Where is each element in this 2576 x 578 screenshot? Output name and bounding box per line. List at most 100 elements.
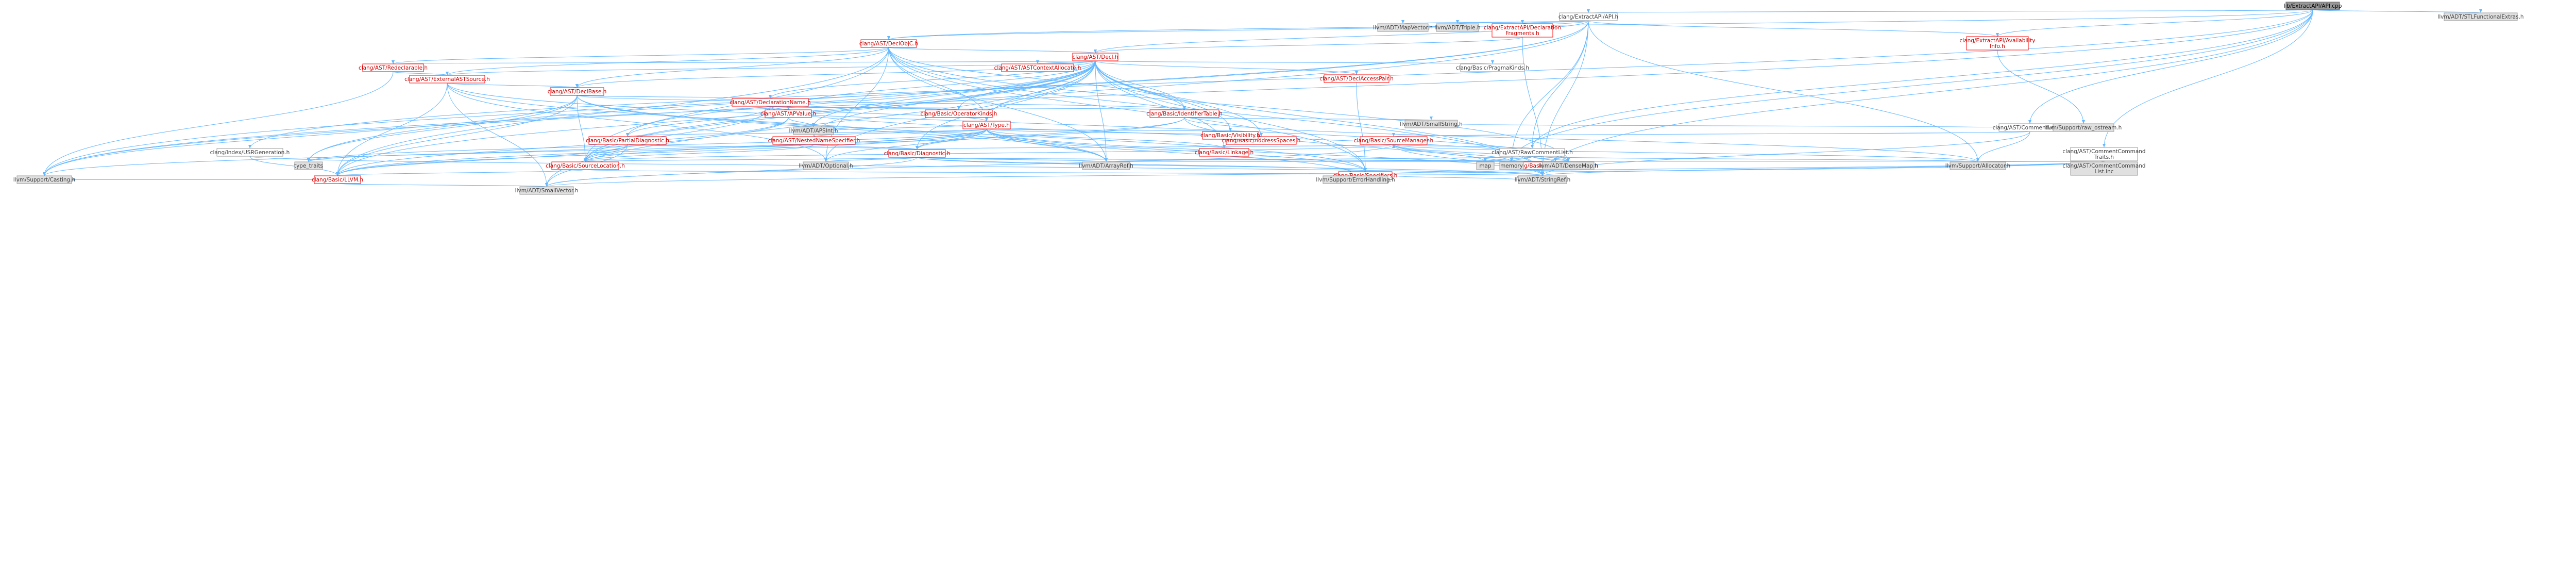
edge-declobjc-to-redecl bbox=[392, 47, 889, 64]
node-map[interactable]: map bbox=[1476, 161, 1495, 170]
node-box bbox=[1377, 23, 1429, 32]
node-root[interactable]: lib/ExtractAPI/API.cpp bbox=[2284, 2, 2342, 10]
node-box bbox=[1149, 109, 1219, 118]
edge-usrgen-to-stringref bbox=[249, 156, 1544, 176]
node-label: Fragments.h bbox=[1505, 30, 1539, 37]
node-box bbox=[409, 75, 485, 84]
node-identtable[interactable]: clang/Basic/IdentifierTable.h bbox=[1146, 109, 1223, 118]
node-label: lib/ExtractAPI/API.cpp bbox=[2284, 3, 2342, 9]
node-declobjc[interactable]: clang/AST/DeclObjC.h bbox=[859, 39, 918, 48]
edge-api_h-to-allocator bbox=[1588, 20, 1979, 162]
edge-apvalue-to-apsint bbox=[788, 117, 815, 127]
node-label: clang/AST/Redeclarable.h bbox=[359, 65, 428, 71]
node-apsint[interactable]: llvm/ADT/APSInt.h bbox=[789, 126, 838, 135]
edge-partialdiag-to-diagnostic bbox=[627, 144, 919, 150]
node-casting[interactable]: llvm/Support/Casting.h bbox=[13, 175, 75, 184]
node-box bbox=[588, 136, 667, 145]
node-srcloc[interactable]: clang/Basic/SourceLocation.h bbox=[546, 161, 625, 170]
edge-srcloc-to-stringref bbox=[585, 169, 1543, 176]
node-label: clang/Basic/IdentifierTable.h bbox=[1146, 111, 1223, 117]
node-label: llvm/ADT/DenseMap.h bbox=[1538, 163, 1598, 169]
node-diagnostic[interactable]: clang/Basic/Diagnostic.h bbox=[884, 149, 951, 158]
node-astctxalloc[interactable]: clang/AST/ASTContextAllocate.h bbox=[994, 63, 1081, 72]
edge-root-to-stringref bbox=[1541, 9, 2313, 176]
node-memory[interactable]: memory bbox=[1499, 161, 1524, 170]
node-optional[interactable]: llvm/ADT/Optional.h bbox=[799, 161, 853, 170]
node-linkage[interactable]: clang/Basic/Linkage.h bbox=[1195, 148, 1253, 157]
edge-srcmgr-to-map bbox=[1393, 144, 1487, 162]
node-box bbox=[765, 109, 812, 118]
node-stl_func[interactable]: llvm/ADT/STLFunctionalExtras.h bbox=[2437, 12, 2524, 21]
node-label: clang/AST/DeclAccessPair.h bbox=[1319, 76, 1394, 82]
node-arrayref[interactable]: llvm/ADT/ArrayRef.h bbox=[1079, 161, 1133, 170]
node-box bbox=[1476, 161, 1495, 170]
node-declname[interactable]: clang/AST/DeclarationName.h bbox=[730, 98, 811, 107]
edge-rawcomment-to-map bbox=[1484, 156, 1533, 162]
node-usrgen[interactable]: clang/Index/USRGeneration.h bbox=[210, 148, 290, 157]
node-srcmgr[interactable]: clang/Basic/SourceManager.h bbox=[1354, 136, 1433, 145]
edge-type_h-to-nns bbox=[812, 128, 987, 137]
edge-identtable-to-diagnostic bbox=[916, 117, 1185, 150]
node-box bbox=[1499, 161, 1524, 170]
node-label: Info.h bbox=[1990, 43, 2005, 49]
node-partialdiag[interactable]: clang/Basic/PartialDiagnostic.h bbox=[586, 136, 669, 145]
node-pragmakinds[interactable]: clang/Basic/PragmaKinds.h bbox=[1456, 63, 1529, 72]
node-allocator[interactable]: llvm/Support/Allocator.h bbox=[1945, 161, 2010, 170]
node-errhandling[interactable]: llvm/Support/ErrorHandling.h bbox=[1316, 175, 1395, 184]
node-redecl[interactable]: clang/AST/Redeclarable.h bbox=[359, 63, 428, 72]
node-api_h[interactable]: clang/ExtractAPI/API.h bbox=[1558, 12, 1618, 21]
edge-root-to-api_h bbox=[1588, 9, 2313, 13]
node-box bbox=[803, 161, 849, 170]
node-box bbox=[1001, 63, 1074, 72]
edge-apvalue-to-llvm_h bbox=[336, 117, 789, 176]
node-declbase[interactable]: clang/AST/DeclBase.h bbox=[548, 87, 607, 96]
node-smallvector[interactable]: llvm/ADT/SmallVector.h bbox=[515, 186, 579, 195]
node-box bbox=[1072, 53, 1118, 61]
node-opkinds[interactable]: clang/Basic/OperatorKinds.h bbox=[921, 109, 997, 118]
node-stringref[interactable]: llvm/ADT/StringRef.h bbox=[1515, 175, 1571, 184]
node-box bbox=[362, 63, 424, 72]
node-label: llvm/ADT/Optional.h bbox=[799, 163, 853, 169]
node-commentlexer[interactable]: clang/AST/CommentLexer.h bbox=[1993, 123, 2067, 132]
node-label: Traits.h bbox=[2094, 154, 2114, 160]
edge-declobjc-to-arrayref bbox=[888, 47, 1108, 162]
edge-declfrag-to-decl_h bbox=[1094, 37, 1523, 54]
edge-diagnostic-to-srcloc bbox=[584, 157, 918, 162]
node-label: clang/AST/CommentCommand bbox=[2062, 148, 2145, 155]
node-type_h[interactable]: clang/AST/Type.h bbox=[962, 121, 1011, 129]
node-label: clang/ExtractAPI/API.h bbox=[1558, 14, 1618, 20]
node-apvalue[interactable]: clang/AST/APValue.h bbox=[760, 109, 816, 118]
node-extsource[interactable]: clang/AST/ExternalASTSource.h bbox=[404, 75, 490, 84]
node-label: llvm/ADT/Triple.h bbox=[1434, 25, 1480, 31]
node-label: clang/Index/USRGeneration.h bbox=[210, 150, 290, 156]
edge-root-to-commentcmd bbox=[2103, 9, 2313, 148]
edge-extsource-to-declbase bbox=[447, 82, 579, 88]
node-box bbox=[16, 175, 72, 184]
edge-declbase-to-llvm_h bbox=[336, 95, 578, 176]
node-declaccess[interactable]: clang/AST/DeclAccessPair.h bbox=[1319, 74, 1394, 83]
edge-decl_h-to-identtable bbox=[1095, 60, 1186, 110]
node-box bbox=[860, 39, 917, 48]
node-label: llvm/ADT/StringRef.h bbox=[1515, 177, 1571, 183]
node-smallstring[interactable]: llvm/ADT/SmallString.h bbox=[1400, 120, 1463, 128]
node-decl_h[interactable]: clang/AST/Decl.h bbox=[1072, 53, 1118, 61]
node-triple[interactable]: llvm/ADT/Triple.h bbox=[1434, 23, 1481, 32]
node-box bbox=[1518, 175, 1567, 184]
node-typetraits[interactable]: type_traits bbox=[294, 161, 323, 170]
node-llvm_h[interactable]: clang/Basic/LLVM.h bbox=[312, 175, 363, 184]
node-label: clang/Basic/LLVM.h bbox=[312, 177, 363, 183]
node-rawostream[interactable]: llvm/Support/raw_ostream.h bbox=[2045, 123, 2122, 132]
edge-llvm_h-to-smallvector bbox=[337, 183, 548, 187]
node-densemap[interactable]: llvm/ADT/DenseMap.h bbox=[1538, 161, 1598, 170]
node-nns[interactable]: clang/AST/NestedNameSpecifier.h bbox=[768, 136, 860, 145]
node-mapvector[interactable]: llvm/ADT/MapVector.h bbox=[1373, 23, 1433, 32]
node-visibility[interactable]: clang/Basic/Visibility.h bbox=[1200, 131, 1260, 140]
node-box bbox=[550, 87, 604, 96]
node-rawcomment[interactable]: clang/AST/RawCommentList.h bbox=[1492, 148, 1573, 157]
node-box bbox=[2444, 12, 2518, 21]
edge-root-to-declobjc bbox=[887, 9, 2313, 40]
